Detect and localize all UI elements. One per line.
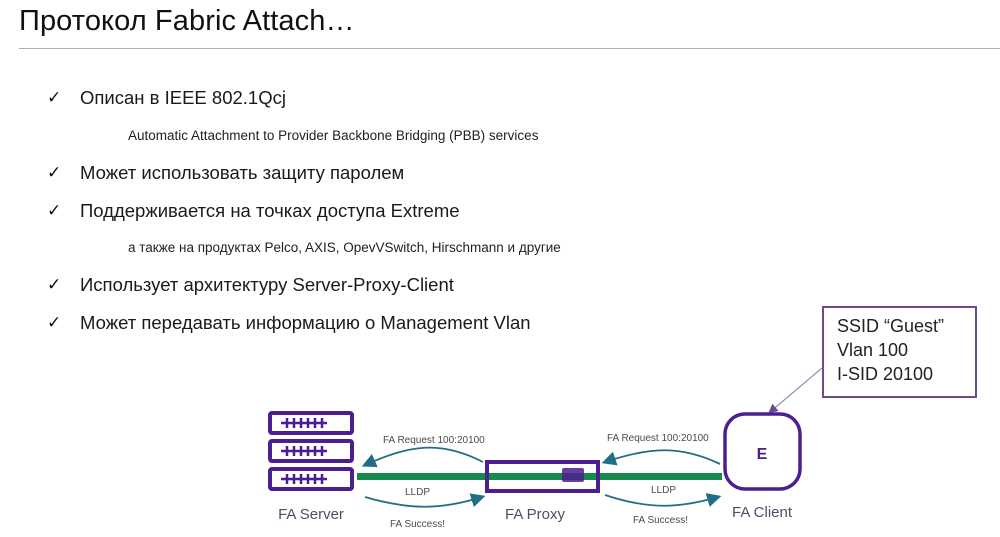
success-arrow-right — [604, 493, 722, 507]
success-arrow-left — [364, 493, 486, 508]
bullet-item: ✓ Поддерживается на точках доступа Extre… — [47, 200, 460, 222]
protocol-label-right: LLDP — [651, 485, 676, 496]
bullet-text: Поддерживается на точках доступа Extreme — [80, 200, 460, 221]
bullet-text: Описан в IEEE 802.1Qcj — [80, 87, 286, 108]
callout-line-vlan: Vlan 100 — [837, 340, 909, 360]
bullet-subtext: а также на продуктах Pelco, AXIS, OpevVS… — [128, 240, 561, 255]
lldp-link-line — [357, 473, 722, 480]
server-label: FA Server — [278, 506, 344, 523]
bullet-item: ✓ Может передавать информацию о Manageme… — [47, 312, 531, 334]
protocol-label-left: LLDP — [405, 487, 430, 498]
server-stack-icon — [268, 411, 354, 491]
proxy-label: FA Proxy — [505, 506, 566, 523]
check-icon: ✓ — [47, 163, 62, 182]
bullet-text: Может передавать информацию о Management… — [80, 312, 531, 333]
check-icon: ✓ — [47, 88, 62, 107]
callout-pointer — [768, 367, 823, 414]
check-icon: ✓ — [47, 275, 62, 294]
title-divider — [19, 48, 1000, 49]
slide-title: Протокол Fabric Attach… — [19, 5, 355, 37]
switch-icon — [485, 460, 600, 493]
bullet-subtext: Automatic Attachment to Provider Backbon… — [128, 128, 539, 143]
callout-line-ssid: SSID “Guest” — [837, 316, 945, 336]
request-label-right: FA Request 100:20100 — [607, 433, 709, 444]
extreme-logo-icon: E — [757, 446, 768, 463]
bullet-item: ✓ Описан в IEEE 802.1Qcj — [47, 87, 286, 109]
success-label-left: FA Success! — [390, 519, 445, 530]
request-label-left: FA Request 100:20100 — [383, 435, 485, 446]
request-arrow-right — [601, 449, 721, 466]
callout-box: SSID “Guest” Vlan 100 I-SID 20100 — [822, 306, 977, 398]
check-icon: ✓ — [47, 201, 62, 220]
bullet-item: ✓ Использует архитектуру Server-Proxy-Cl… — [47, 274, 454, 296]
bullet-text: Использует архитектуру Server-Proxy-Clie… — [80, 274, 454, 295]
client-label: FA Client — [732, 504, 793, 521]
bullet-item: ✓ Может использовать защиту паролем — [47, 162, 404, 184]
request-arrow-left — [361, 446, 484, 468]
check-icon: ✓ — [47, 313, 62, 332]
access-point-icon: E — [723, 412, 802, 491]
bullet-text: Может использовать защиту паролем — [80, 162, 405, 183]
success-label-right: FA Success! — [633, 515, 688, 526]
callout-line-isid: I-SID 20100 — [837, 364, 934, 384]
